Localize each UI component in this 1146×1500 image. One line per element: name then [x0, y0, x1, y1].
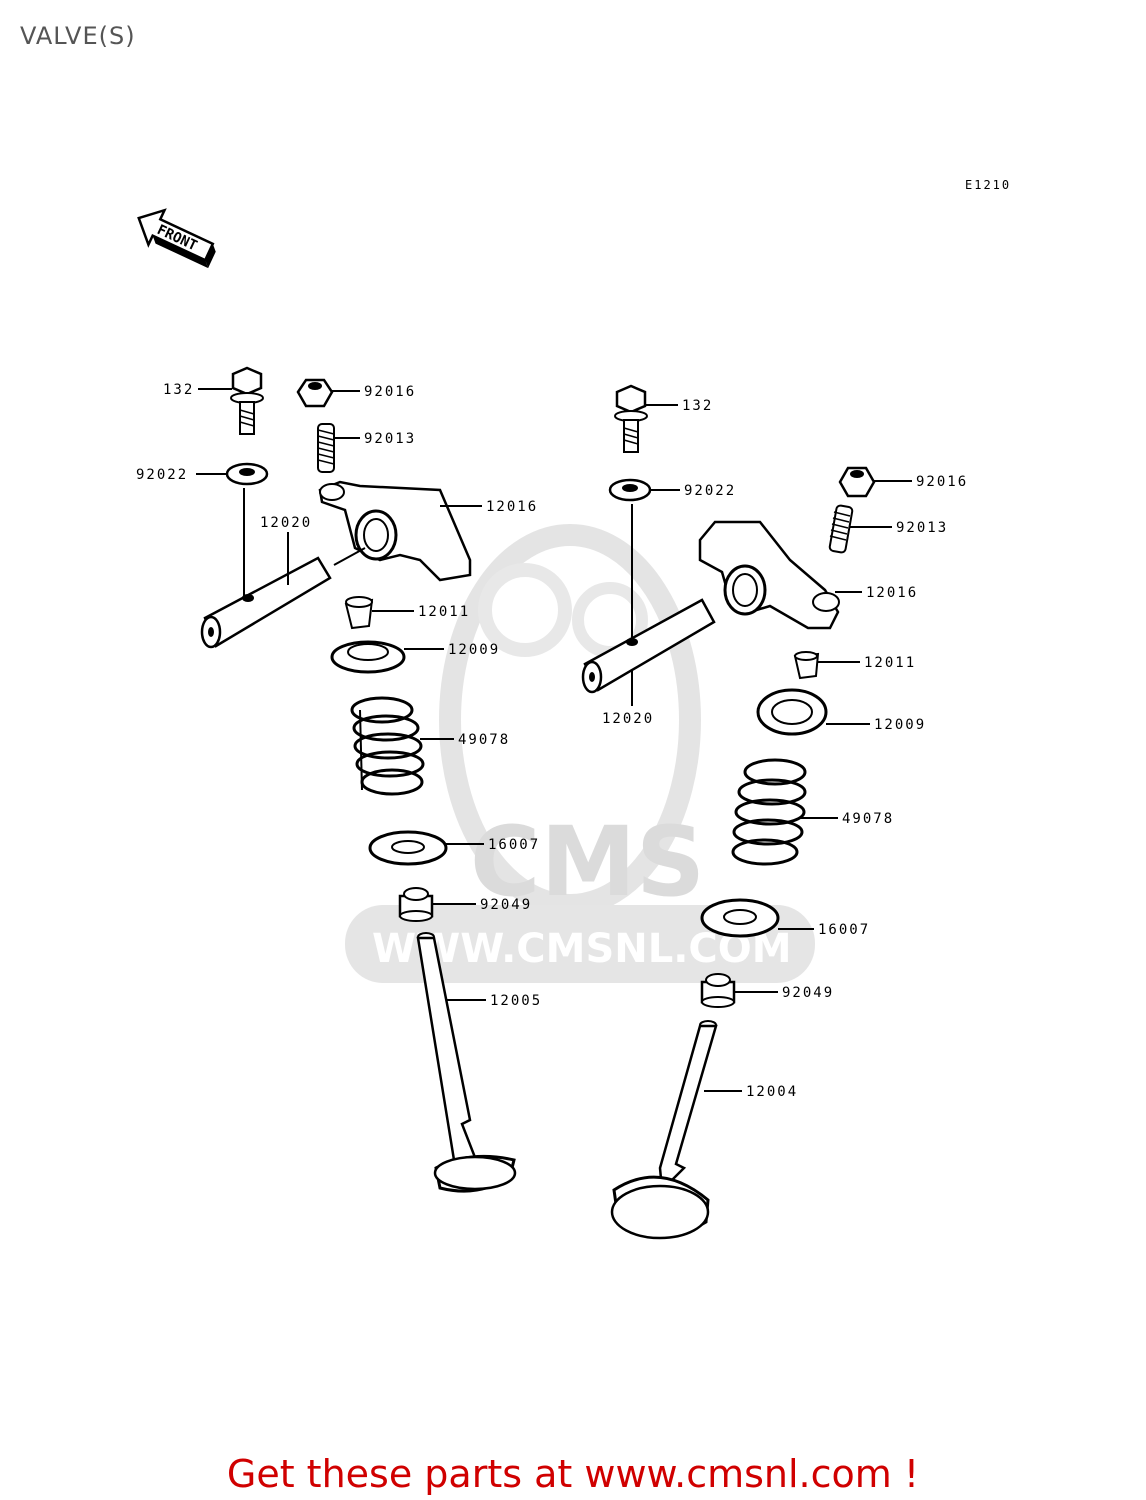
callout-right-132: 132 — [682, 398, 713, 414]
left-rocker-shaft — [200, 547, 366, 649]
left-valve-spring — [350, 696, 425, 796]
left-collet — [344, 596, 374, 630]
right-stem-seal — [700, 973, 736, 1008]
callout-right-12016: 12016 — [866, 585, 918, 601]
callout-right-92013: 92013 — [896, 520, 948, 536]
right-retainer — [756, 688, 828, 736]
front-arrow-icon: FRONT — [137, 208, 216, 269]
right-bolt — [614, 384, 648, 453]
left-retainer — [330, 640, 406, 674]
left-valve — [416, 932, 517, 1193]
callout-right-92016: 92016 — [916, 474, 968, 490]
watermark-logo: CMS — [470, 806, 705, 918]
callout-left-92013: 92013 — [364, 431, 416, 447]
callout-left-49078: 49078 — [458, 732, 510, 748]
callout-right-92022: 92022 — [684, 483, 736, 499]
left-bolt — [230, 366, 264, 435]
callout-left-16007: 16007 — [488, 837, 540, 853]
callout-left-92022: 92022 — [136, 467, 188, 483]
callout-left-12016: 12016 — [486, 499, 538, 515]
right-spring-seat — [700, 898, 780, 938]
watermark: CMS WWW.CMSNL.COM — [345, 524, 815, 983]
left-rocker-arm — [318, 480, 472, 582]
callout-left-132: 132 — [163, 382, 194, 398]
right-valve-spring — [731, 758, 807, 866]
callout-left-12011: 12011 — [418, 604, 470, 620]
callout-right-12009: 12009 — [874, 717, 926, 733]
right-collet — [793, 651, 820, 680]
right-rocker-shaft — [581, 598, 716, 706]
left-spring-seat — [368, 830, 448, 866]
callout-right-12020: 12020 — [602, 711, 654, 727]
right-rocker-arm — [698, 520, 840, 630]
callout-right-16007: 16007 — [818, 922, 870, 938]
right-nut — [838, 466, 876, 498]
right-valve — [610, 1020, 718, 1240]
callout-right-49078: 49078 — [842, 811, 894, 827]
callout-left-12009: 12009 — [448, 642, 500, 658]
right-washer — [608, 478, 652, 706]
page-title: VALVE(S) — [20, 22, 136, 50]
right-adjust-screw — [828, 504, 854, 554]
left-washer — [225, 462, 269, 598]
callout-left-92049: 92049 — [480, 897, 532, 913]
callout-left-12020: 12020 — [260, 515, 312, 531]
leader-lines — [196, 388, 912, 1092]
callout-right-12011: 12011 — [864, 655, 916, 671]
callout-right-92049: 92049 — [782, 985, 834, 1001]
callout-left-92016: 92016 — [364, 384, 416, 400]
promo-link[interactable]: Get these parts at www.cmsnl.com ! — [226, 1452, 920, 1496]
callout-right-12004: 12004 — [746, 1084, 798, 1100]
callout-left-12005: 12005 — [490, 993, 542, 1009]
diagram-code: E1210 — [965, 178, 1012, 192]
left-stem-seal — [398, 887, 434, 922]
left-nut — [296, 378, 334, 408]
left-adjust-screw — [317, 423, 335, 473]
